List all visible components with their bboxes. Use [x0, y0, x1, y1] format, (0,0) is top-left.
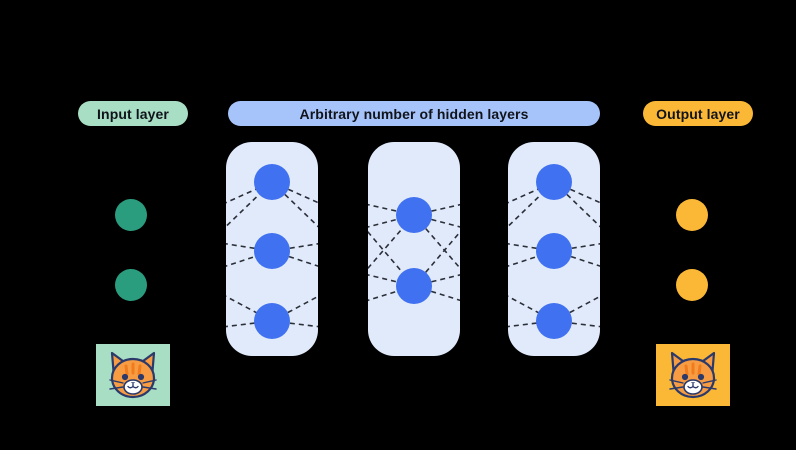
- cat-face-icon: [109, 351, 157, 399]
- hidden-layer-panel-1: [226, 142, 318, 356]
- hidden-node[interactable]: [536, 303, 572, 339]
- hidden-node[interactable]: [396, 268, 432, 304]
- hidden-node[interactable]: [254, 233, 290, 269]
- hidden-layers-label: Arbitrary number of hidden layers: [228, 101, 600, 126]
- output-layer-label: Output layer: [643, 101, 753, 126]
- output-node[interactable]: [676, 269, 708, 301]
- output-image-tile: [656, 344, 730, 406]
- cat-face-icon: [669, 351, 717, 399]
- hidden-node[interactable]: [254, 303, 290, 339]
- input-node[interactable]: [115, 199, 147, 231]
- hidden-node[interactable]: [396, 197, 432, 233]
- hidden-layer-panel-2: [368, 142, 460, 356]
- hidden-node[interactable]: [536, 164, 572, 200]
- output-node[interactable]: [676, 199, 708, 231]
- input-node[interactable]: [115, 269, 147, 301]
- input-image-tile: [96, 344, 170, 406]
- hidden-layer-panel-3: [508, 142, 600, 356]
- hidden-node[interactable]: [536, 233, 572, 269]
- input-layer-label: Input layer: [78, 101, 188, 126]
- hidden-node[interactable]: [254, 164, 290, 200]
- connections-layer-2: [368, 203, 460, 302]
